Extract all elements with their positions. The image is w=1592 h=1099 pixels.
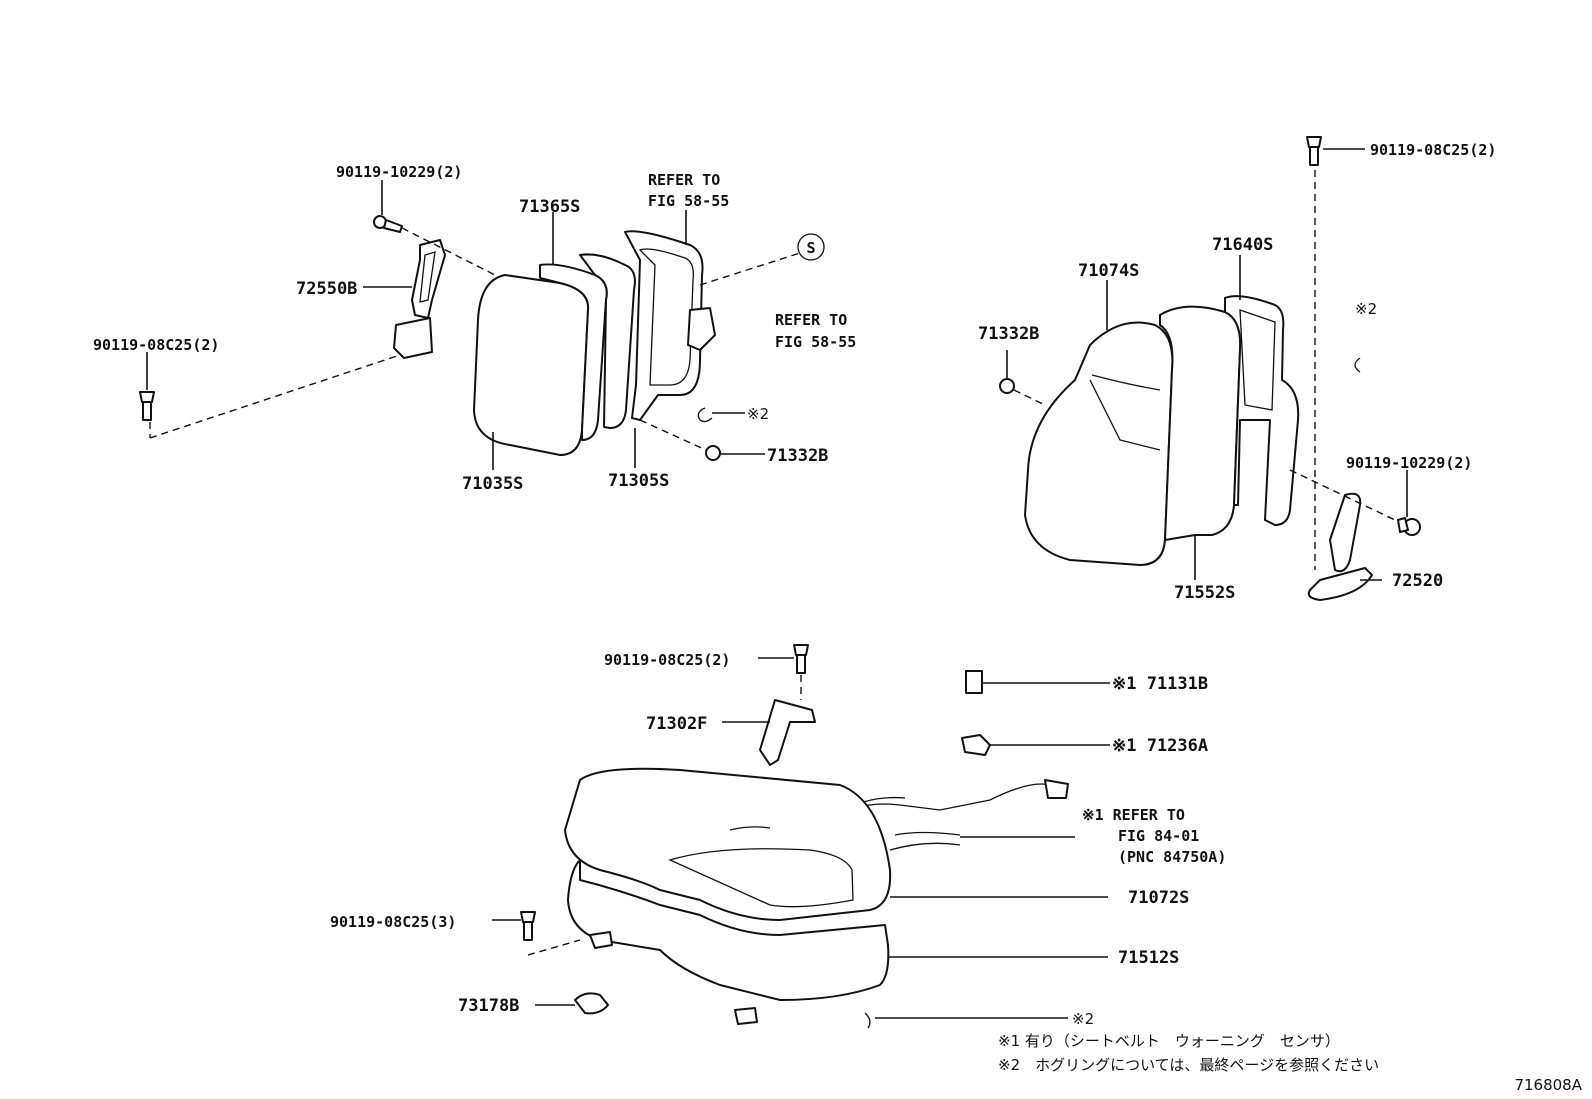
label-refer-fig-8401-1: ※1 REFER TO bbox=[1082, 806, 1185, 824]
label-71332b-right: 71332B bbox=[978, 324, 1039, 344]
label-71332b-left: 71332B bbox=[767, 446, 828, 466]
label-71236a: ※1 71236A bbox=[1112, 736, 1208, 756]
label-note2-bottom: ※2 bbox=[1072, 1010, 1094, 1028]
bolt-icon bbox=[793, 644, 809, 674]
s-symbol-icon bbox=[797, 233, 825, 261]
left-seatback-group: S bbox=[139, 180, 825, 470]
label-71305s: 71305S bbox=[608, 471, 669, 491]
right-seatback-group bbox=[999, 136, 1421, 601]
bolt-icon bbox=[1397, 517, 1421, 536]
label-71035s: 71035S bbox=[462, 474, 523, 494]
bolt-icon bbox=[1306, 136, 1322, 166]
footnote-2: ※2 ホグリングについては、最終ページを参照ください bbox=[998, 1056, 1379, 1074]
bracket-72520-icon bbox=[1307, 492, 1373, 601]
label-90119-10229-left: 90119-10229(2) bbox=[336, 163, 462, 181]
label-90119-08c25-mid: 90119-08C25(2) bbox=[604, 651, 730, 669]
label-90119-08c25-topright: 90119-08C25(2) bbox=[1370, 141, 1496, 159]
label-71512s: 71512S bbox=[1118, 948, 1179, 968]
label-71640s: 71640S bbox=[1212, 235, 1273, 255]
bolt-icon bbox=[520, 911, 536, 941]
clip-71236a-icon bbox=[961, 734, 991, 756]
label-73178b: 73178B bbox=[458, 996, 519, 1016]
seat-cushion-group bbox=[492, 644, 1110, 1029]
label-71131b: ※1 71131B bbox=[1112, 674, 1208, 694]
label-71302f: 71302F bbox=[646, 714, 707, 734]
label-note2-right: ※2 bbox=[1355, 300, 1377, 318]
bolt-icon bbox=[373, 215, 403, 233]
clip-71332b-icon bbox=[999, 378, 1015, 394]
label-72550b: 72550B bbox=[296, 279, 357, 299]
seatback-frame-71640s-icon bbox=[1224, 295, 1300, 526]
hog-ring-icon bbox=[697, 407, 713, 423]
bracket-71302f-icon bbox=[759, 699, 816, 766]
label-refer-fig-8401-2: FIG 84-01 bbox=[1118, 827, 1199, 845]
hog-ring-icon bbox=[1354, 357, 1361, 373]
label-90119-08c25-3: 90119-08C25(3) bbox=[330, 913, 456, 931]
label-71552s: 71552S bbox=[1174, 583, 1235, 603]
label-refer-fig-5855-s-1: REFER TO bbox=[775, 311, 847, 329]
bracket-72550b-icon bbox=[393, 239, 446, 359]
seat-pad-71512s-icon bbox=[567, 859, 890, 1001]
seatback-pad-71074s-icon bbox=[1024, 321, 1174, 566]
label-71074s: 71074S bbox=[1078, 261, 1139, 281]
hog-ring-icon bbox=[864, 1012, 871, 1029]
label-refer-fig-5855-top-1: REFER TO bbox=[648, 171, 720, 189]
label-refer-fig-8401-3: (PNC 84750A) bbox=[1118, 848, 1226, 866]
label-72520: 72520 bbox=[1392, 571, 1443, 591]
seat-cushion-71072s-icon bbox=[564, 767, 892, 921]
label-90119-08c25-left: 90119-08C25(2) bbox=[93, 336, 219, 354]
label-71365s: 71365S bbox=[519, 197, 580, 217]
bolt-icon bbox=[139, 391, 155, 421]
s-symbol: S bbox=[806, 239, 815, 257]
diagram-id: 716808A bbox=[1514, 1076, 1582, 1094]
label-refer-fig-5855-s-2: FIG 58-55 bbox=[775, 333, 856, 351]
footnote-1: ※1 有り（シートベルト ウォーニング センサ） bbox=[998, 1032, 1340, 1050]
label-note2-left: ※2 bbox=[747, 405, 769, 423]
sensor-71131b-icon bbox=[965, 670, 983, 694]
cap-73178b-icon bbox=[574, 992, 609, 1015]
seatback-frame-71305s-icon bbox=[624, 230, 704, 421]
clip-71332b-icon bbox=[705, 445, 721, 461]
label-71072s: 71072S bbox=[1128, 888, 1189, 908]
label-refer-fig-5855-top-2: FIG 58-55 bbox=[648, 192, 729, 210]
label-90119-10229-right: 90119-10229(2) bbox=[1346, 454, 1472, 472]
seatback-pad-71035s-icon bbox=[473, 274, 590, 456]
